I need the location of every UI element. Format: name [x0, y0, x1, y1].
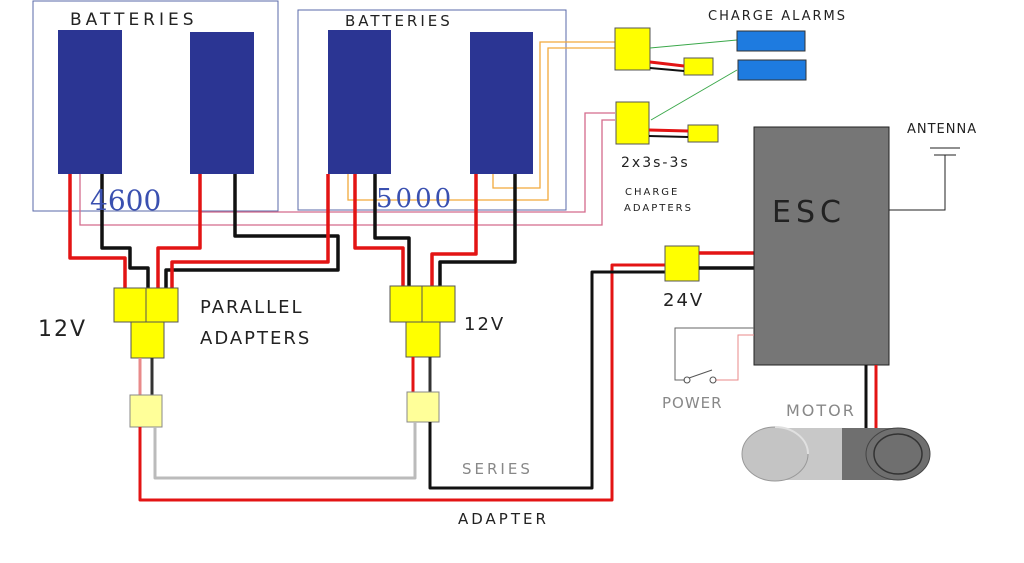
- charge-adapter-plug-2: [687, 124, 719, 143]
- charge-alarm-2: [737, 59, 807, 81]
- alarm-wire-2: [650, 69, 738, 121]
- battery-3: [328, 30, 391, 174]
- power-switch-wire-left: [674, 327, 754, 381]
- label-12v-left: 12V: [38, 317, 87, 342]
- adapter-wire-black-1: [649, 67, 685, 72]
- battery-2: [190, 32, 254, 174]
- connector-24v: [664, 245, 700, 282]
- label-charge-alarms: CHARGE ALARMS: [708, 9, 847, 24]
- battery-group-left-frame: [32, 0, 279, 212]
- label-charge-adapters-2: CHARGE: [625, 187, 679, 198]
- label-charge-adapters-3: ADAPTERS: [624, 203, 693, 214]
- series-lead-wires: [138, 357, 432, 395]
- motor: [741, 426, 931, 482]
- label-parallel-1: PARALLEL: [200, 297, 304, 318]
- label-24v: 24V: [663, 290, 704, 311]
- battery-wires: [68, 174, 517, 288]
- label-batteries-right: BATTERIES: [345, 12, 453, 30]
- label-power: POWER: [662, 394, 723, 412]
- label-motor: MOTOR: [786, 401, 856, 420]
- charge-alarm-1: [736, 30, 806, 52]
- series-connector-right: [406, 391, 440, 423]
- label-12v-right: 12V: [464, 314, 505, 335]
- parallel-adapter-right: [389, 285, 456, 358]
- label-antenna: ANTENNA: [907, 122, 977, 137]
- label-capacity-right: 5000: [376, 184, 454, 214]
- label-charge-adapters-1: 2x3s-3s: [621, 155, 690, 171]
- label-series: SERIES: [462, 460, 533, 478]
- battery-group-right-frame: [297, 9, 567, 211]
- label-batteries-left: BATTERIES: [70, 10, 198, 30]
- power-switch-wire-right: [715, 334, 754, 381]
- adapter-wire-red-2: [648, 128, 689, 133]
- power-switch-contact-2: [709, 376, 717, 384]
- adapter-wire-red-1: [649, 60, 685, 68]
- power-switch-contact-1: [683, 376, 691, 384]
- label-series-adapter: ADAPTER: [458, 510, 549, 528]
- adapter-wire-black-2: [648, 135, 689, 138]
- esc-box: [753, 126, 890, 366]
- series-adapter-wiring: [138, 263, 665, 502]
- charge-adapter-1: [614, 27, 651, 71]
- battery-4: [470, 32, 533, 174]
- charge-adapter-2: [615, 101, 650, 145]
- label-parallel-2: ADAPTERS: [200, 328, 311, 349]
- power-switch-lever: [688, 369, 713, 379]
- label-capacity-left: 4600: [90, 184, 161, 217]
- label-esc: ESC: [772, 195, 846, 230]
- charge-adapter-plug-1: [683, 57, 714, 76]
- series-connector-left: [129, 394, 163, 428]
- antenna-wire: [889, 155, 946, 211]
- battery-1: [58, 30, 122, 174]
- alarm-wire-1: [649, 39, 738, 49]
- parallel-adapter-left: [113, 287, 179, 359]
